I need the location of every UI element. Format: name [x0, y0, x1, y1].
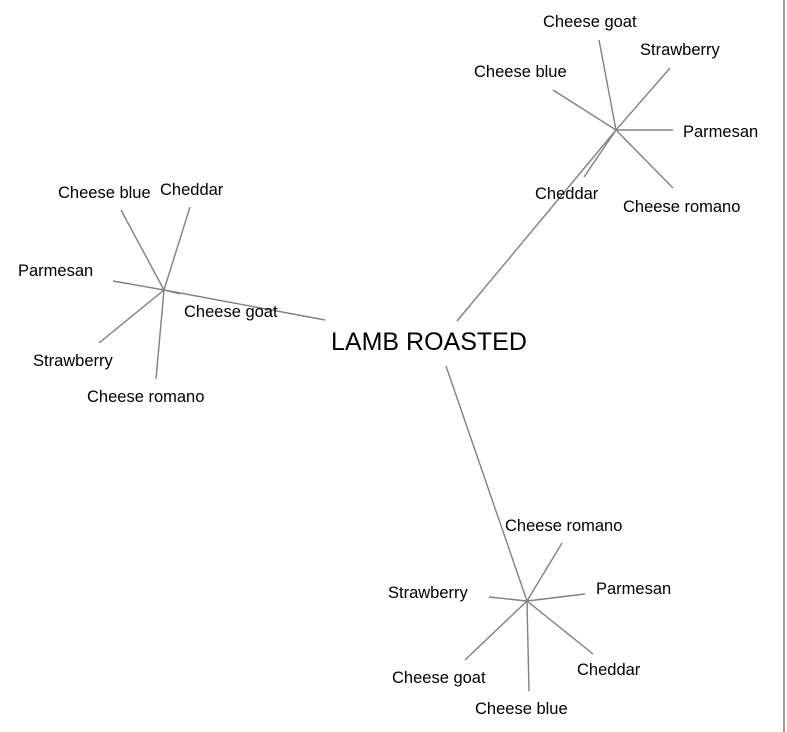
node-label: Cheddar: [535, 185, 599, 203]
node-label: Cheese goat: [184, 303, 278, 321]
node-label: Strawberry: [33, 352, 114, 370]
node-label: Strawberry: [388, 584, 469, 602]
edge-center-topright: [456, 129, 617, 322]
edge-center-bottom: [445, 365, 528, 602]
node-label: Cheese blue: [58, 184, 151, 202]
right-border: [783, 0, 785, 732]
node-label: Cheese romano: [87, 388, 204, 406]
edge-l-cheese-romano: [155, 289, 165, 380]
edge-l-cheddar: [163, 206, 191, 291]
edge-b-cheese-romano: [526, 542, 563, 602]
node-label: Parmesan: [596, 580, 671, 598]
edge-b-cheddar: [526, 600, 594, 655]
node-label: Cheese blue: [475, 700, 568, 718]
node-label: Parmesan: [18, 262, 93, 280]
edge-b-cheese-goat: [464, 600, 528, 661]
edge-b-parmesan: [526, 593, 586, 602]
edge-tr-cheese-blue: [552, 89, 617, 131]
edge-l-parmesan: [112, 280, 165, 291]
edge-l-strawberry: [98, 289, 165, 344]
node-label: Cheese romano: [505, 517, 622, 535]
edge-b-strawberry: [488, 596, 528, 602]
node-label: Parmesan: [683, 123, 758, 141]
edge-b-cheese-blue: [526, 600, 530, 692]
center-node-label: LAMB ROASTED: [331, 328, 527, 356]
node-label: Strawberry: [640, 41, 721, 59]
edge-tr-cheese-goat: [598, 39, 617, 131]
node-label: Cheese goat: [543, 13, 637, 31]
edge-l-cheese-goat: [163, 289, 181, 295]
edge-tr-strawberry: [615, 67, 671, 131]
edge-l-cheese-blue: [120, 209, 165, 291]
node-label: Cheddar: [160, 181, 224, 199]
edge-tr-cheddar: [583, 129, 617, 178]
node-label: Cheese romano: [623, 198, 740, 216]
node-label: Cheddar: [577, 661, 641, 679]
edge-tr-cheese-romano: [615, 129, 674, 189]
node-label: Cheese goat: [392, 669, 486, 687]
edge-center-left: [163, 289, 326, 321]
node-label: Cheese blue: [474, 63, 567, 81]
